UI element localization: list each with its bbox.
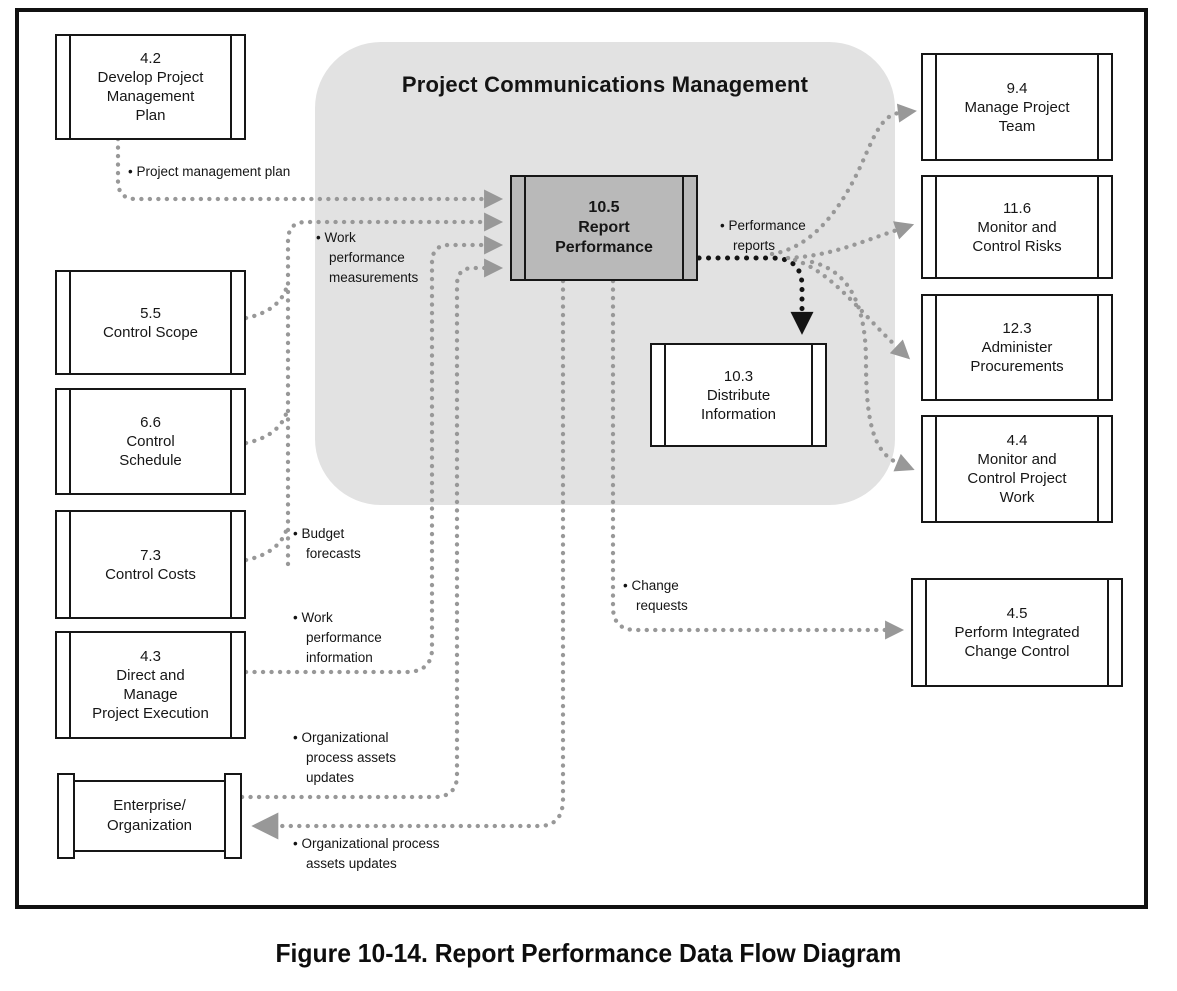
node-number: 4.3: [140, 648, 161, 665]
node-number: 6.6: [140, 414, 161, 431]
node-number: 9.4: [1006, 79, 1028, 97]
edge-org-process-assets-updates-to-enterprise: [251, 278, 566, 840]
enterprise-right-tab: [224, 773, 242, 859]
node-number: 4.4: [1006, 432, 1028, 449]
node-name: Control Schedule: [119, 433, 182, 469]
node-number: 10.5: [588, 199, 620, 216]
node-name: Control Costs: [105, 565, 196, 583]
node-number: 4.5: [1006, 605, 1028, 622]
node-name: Administer Procurements: [970, 339, 1064, 375]
edge-join-control-costs-budget-forecasts: [243, 525, 290, 563]
edge-project-management-plan: [115, 136, 504, 209]
edge-performance-reports-to-administer-procurements: [792, 257, 911, 360]
edge-work-performance-information: [243, 235, 504, 675]
edge-performance-reports-to-manage-project-team: [769, 103, 917, 257]
label-work-performance-measurements: • Work performance measurements: [316, 230, 419, 285]
node-number: 11.6: [1002, 199, 1032, 217]
edge-join-control-schedule: [243, 408, 290, 446]
node-name: Perform Integrated Change Control: [954, 624, 1080, 660]
edge-org-process-assets-to-report-performance: [239, 258, 504, 800]
label-change-requests: • Change requests: [623, 578, 688, 613]
enterprise-box-body: Enterprise/ Organization: [65, 780, 234, 852]
label-organizational-process-assets-updates-outgoing: • Organizational process assets updates: [293, 836, 440, 871]
edge-performance-reports-to-monitor-control-risks: [785, 221, 915, 261]
group-title: Project Communications Management: [401, 72, 809, 97]
node-number: 5.5: [140, 304, 161, 322]
node-name: Manage Project Team: [964, 98, 1070, 135]
label-performance-reports: • Performance reports: [720, 218, 806, 253]
node-name: Monitor and Control Project Work: [967, 451, 1067, 506]
edge-performance-reports-to-monitor-control-project-work: [809, 259, 915, 472]
node-name: Monitor and Control Risks: [972, 218, 1062, 255]
node-number: 12.3: [1002, 320, 1032, 337]
label-work-performance-information: • Work performance information: [293, 610, 382, 665]
node-name: Report Performance: [555, 219, 653, 256]
node-enterprise-organization: Enterprise/ Organization: [57, 773, 242, 859]
node-name: Direct and Manage Project Execution: [92, 667, 209, 722]
label-organizational-process-assets-updates-incoming: • Organizational process assets updates: [293, 730, 397, 785]
edge-work-performance-measurements-channel: [285, 212, 504, 567]
node-name: Control Scope: [102, 323, 199, 341]
label-project-management-plan: • Project management plan: [128, 164, 291, 179]
node-number: 10.3: [723, 367, 754, 385]
node-number: 7.3: [140, 546, 161, 564]
edge-join-control-scope: [243, 283, 290, 321]
node-number: 4.2: [140, 50, 161, 67]
figure-caption: Figure 10-14. Report Performance Data Fl…: [0, 938, 1177, 969]
node-name: Enterprise/ Organization: [106, 797, 193, 834]
label-budget-forecasts: • Budget forecasts: [293, 526, 361, 561]
enterprise-left-tab: [57, 773, 75, 859]
edge-performance-reports-to-distribute-information: [696, 255, 814, 335]
figure-caption-text: Figure 10-14. Report Performance Data Fl…: [275, 938, 902, 968]
node-name: Develop Project Management Plan: [97, 69, 204, 124]
node-name: Distribute Information: [700, 386, 777, 423]
